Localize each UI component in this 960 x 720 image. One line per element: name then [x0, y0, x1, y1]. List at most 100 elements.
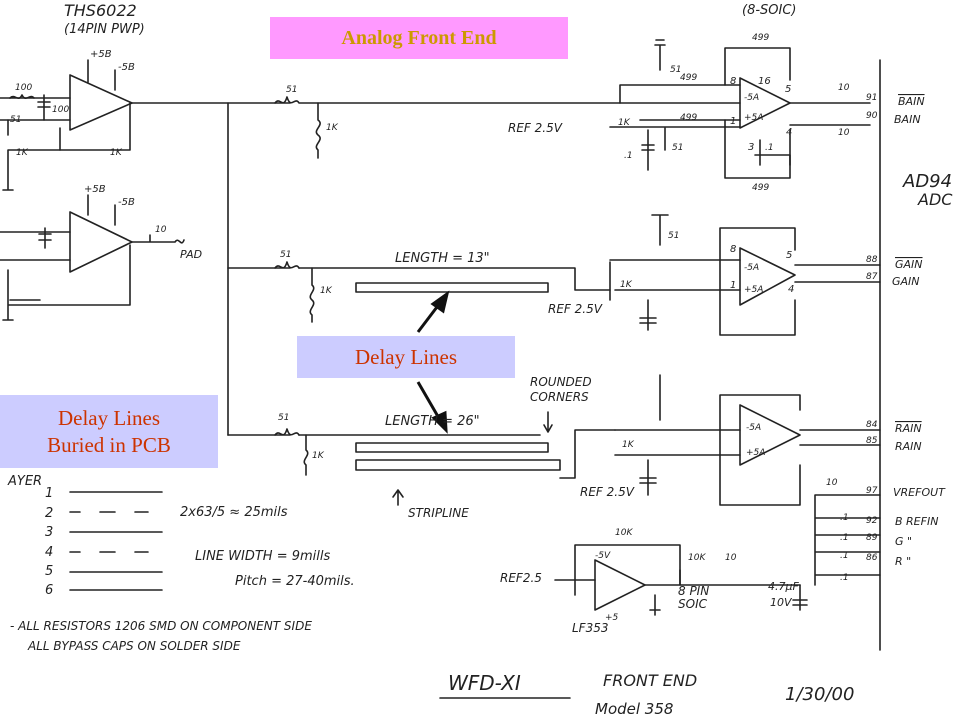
pin-8-a: 8 — [730, 76, 736, 87]
out-bain-bar: BAIN — [898, 95, 925, 108]
delay-lines-buried-label: Delay Lines Buried in PCB — [0, 395, 218, 468]
pin-8-b: 8 — [730, 244, 736, 255]
supply-p5a-1: +5A — [744, 113, 763, 123]
pin-89: 89 — [866, 533, 878, 543]
pin-4-a: 4 — [786, 127, 792, 138]
layer-2: 2 — [45, 506, 53, 521]
r-499-b: 499 — [680, 73, 697, 83]
out-gain-bar: GAIN — [895, 258, 923, 271]
analog-front-end-text: Analog Front End — [341, 26, 497, 49]
cap-01-b: .1 — [765, 143, 774, 153]
cap-01-e: .1 — [840, 551, 849, 561]
r-10-d: 10 — [826, 478, 838, 488]
out-rain-bar: RAIN — [895, 422, 922, 435]
supply-p5a-2: +5A — [744, 285, 763, 295]
cap-01-d: .1 — [840, 533, 849, 543]
pin-84: 84 — [866, 420, 878, 430]
pin-note-1: 8 PIN — [678, 584, 709, 598]
out-g: G " — [895, 535, 912, 548]
analog-front-end-label: Analog Front End — [270, 17, 568, 59]
out-gain: GAIN — [892, 275, 920, 288]
pin-5-a: 5 — [785, 84, 791, 95]
r-1k-g: 1K — [620, 280, 633, 290]
r-100-a: 100 — [15, 83, 32, 93]
cap-01-f: .1 — [840, 573, 849, 583]
r-51-e: 51 — [670, 65, 681, 75]
r-1k-c: 1K — [326, 123, 339, 133]
r-10-a: 10 — [155, 225, 167, 235]
r-499-d: 499 — [752, 183, 769, 193]
pin-16: 16 — [758, 76, 771, 87]
delay-line-26 — [355, 442, 561, 471]
r-1k-h: 1K — [622, 440, 635, 450]
out-vrefout: VREFOUT — [893, 486, 946, 499]
supply-p5a-3: +5A — [746, 448, 765, 458]
supply-m5a-2: -5A — [744, 263, 759, 273]
supply-m5b-b: -5B — [118, 197, 135, 208]
supply-m5a-1: -5A — [744, 93, 759, 103]
pin-1-b: 1 — [730, 280, 736, 291]
r-1k-b: 1K — [110, 148, 123, 158]
r-51-a: 51 — [10, 115, 21, 125]
cap-01-a: .1 — [624, 151, 633, 161]
r-1k-a: 1K — [16, 148, 29, 158]
pin-90: 90 — [866, 111, 878, 121]
ref-low: REF 2.5V — [580, 485, 635, 499]
ths-subtitle: (14PIN PWP) — [64, 22, 145, 37]
pin-1-a: 1 — [730, 116, 736, 127]
pin-3: 3 — [748, 142, 754, 153]
r-51-g: 51 — [668, 231, 679, 241]
cap-note-2: 10V — [770, 596, 793, 609]
layer-6: 6 — [45, 583, 53, 598]
r-51-d: 51 — [278, 413, 289, 423]
opamp-lf353 — [594, 559, 646, 611]
supply-m5b-a: -5B — [118, 62, 135, 73]
pad-label: PAD — [180, 248, 202, 261]
r-51-c: 51 — [280, 250, 291, 260]
supply-p5: +5 — [605, 613, 619, 623]
supply-m5v: -5V — [595, 551, 611, 561]
note-1: - ALL RESISTORS 1206 SMD ON COMPONENT SI… — [10, 619, 312, 633]
r-100-b: 100 — [52, 105, 69, 115]
r-10-b: 10 — [838, 83, 850, 93]
pin-4-b: 4 — [788, 284, 794, 295]
line-width-note: LINE WIDTH = 9mills — [195, 549, 330, 564]
r-1k-f: 1K — [618, 118, 631, 128]
supply-p5b-a: +5B — [90, 49, 112, 60]
ref-opamp: REF2.5 — [500, 571, 542, 585]
pin-88: 88 — [866, 255, 878, 265]
out-rain: RAIN — [895, 440, 922, 453]
out-bain: BAIN — [894, 113, 921, 126]
layer-heading: AYER — [7, 474, 42, 489]
adc-label-1: AD94 — [902, 171, 952, 192]
opamp-r — [739, 404, 801, 466]
layer-3: 3 — [45, 525, 53, 540]
r-51-b: 51 — [286, 85, 297, 95]
title-block: WFD-XI — [448, 671, 521, 695]
pitch-note: Pitch = 27-40mils. — [235, 574, 355, 589]
r-51-f: 51 — [672, 143, 683, 153]
calc-note: 2x63/5 ≈ 25mils — [180, 505, 288, 520]
r-10-c: 10 — [838, 128, 850, 138]
opamp-ths-1 — [69, 74, 133, 131]
ths-title: THS6022 — [64, 1, 137, 20]
r-10-e: 10 — [725, 553, 737, 563]
supply-p5b-b: +5B — [84, 184, 106, 195]
pin-91: 91 — [866, 93, 877, 103]
opamp-ths-2 — [69, 211, 133, 273]
adc-label-2: ADC — [917, 190, 953, 209]
r-10k-a: 10K — [615, 528, 633, 538]
r-499-a: 499 — [752, 33, 769, 43]
r-1k-e: 1K — [312, 451, 325, 461]
delay-lines-label: Delay Lines — [297, 336, 515, 378]
out-brefin: B REFIN — [895, 515, 938, 528]
r-499-c: 499 — [680, 113, 697, 123]
r-1k-d: 1K — [320, 286, 333, 296]
cap-note-1: 4.7µF — [768, 580, 799, 593]
length-26-label: LENGTH = 26" — [385, 414, 480, 429]
supply-m5a-3: -5A — [746, 423, 761, 433]
cap-01-c: .1 — [840, 513, 849, 523]
pin-5-b: 5 — [786, 250, 792, 261]
pin-85: 85 — [866, 436, 878, 446]
